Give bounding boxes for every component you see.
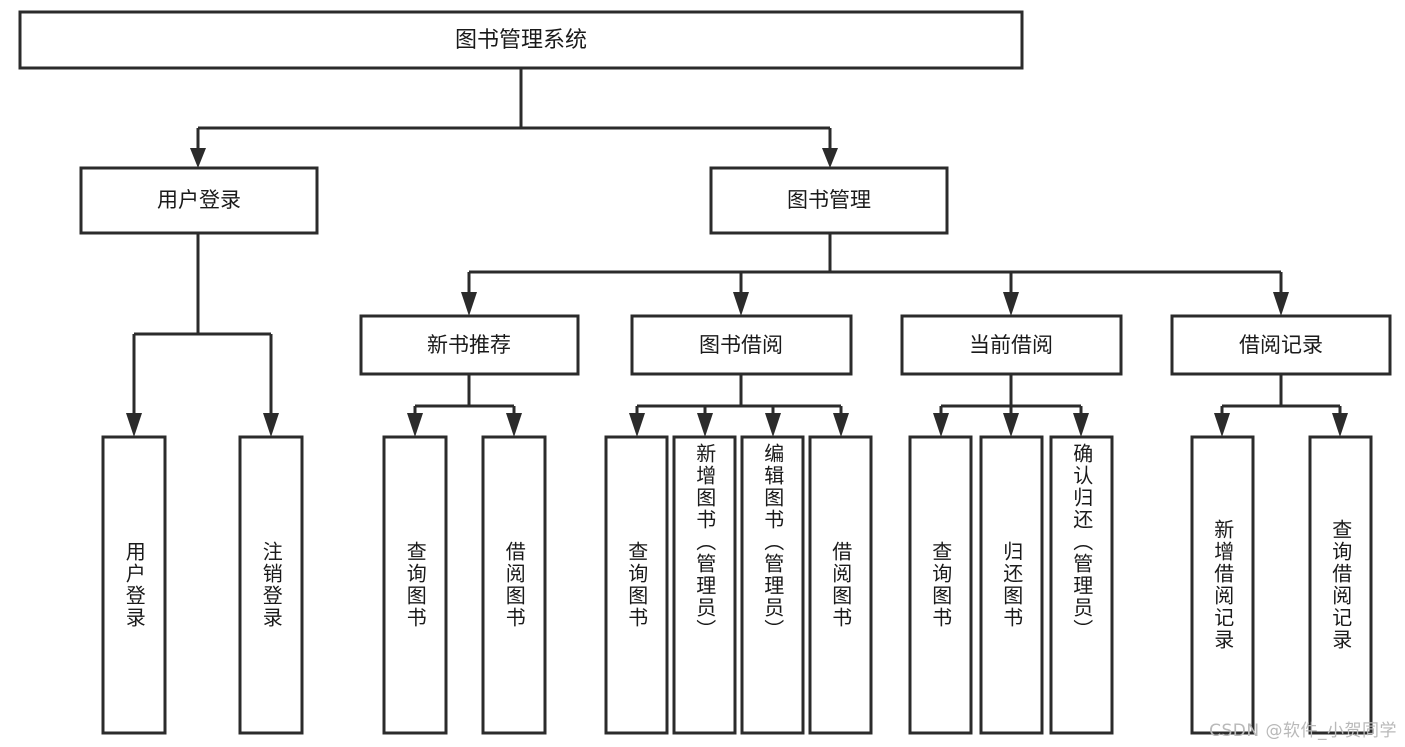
watermark-text: CSDN @软件_小贺同学 xyxy=(1209,721,1397,741)
arrow-leaf-query-book-2 xyxy=(629,413,645,437)
arrow-leaf-confirm-return xyxy=(1073,413,1089,437)
node-book-management[interactable]: 图书管理 xyxy=(709,166,949,235)
node-book-borrow[interactable]: 图书借阅 xyxy=(630,314,853,376)
leaf-box-edit-book[interactable] xyxy=(740,435,805,735)
arrow-leaf-edit-book xyxy=(765,413,781,437)
arrow-leaf-query-record xyxy=(1332,413,1348,437)
arrow-leaf-query-book-3 xyxy=(933,413,949,437)
arrow-to-borrow-record xyxy=(1273,292,1289,316)
leaf-box-query-record[interactable] xyxy=(1308,435,1373,735)
node-current-borrow-box[interactable] xyxy=(900,314,1123,376)
node-current-borrow[interactable]: 当前借阅 xyxy=(900,314,1123,376)
arrow-to-book-borrow xyxy=(733,292,749,316)
leaf-box-confirm-return[interactable] xyxy=(1049,435,1114,735)
arrow-leaf-query-book-1 xyxy=(407,413,423,437)
arrow-to-current-borrow xyxy=(1003,292,1019,316)
leaf-box-borrow-book-2[interactable] xyxy=(808,435,873,735)
arrow-leaf-add-record xyxy=(1214,413,1230,437)
leaf-box-return-book[interactable] xyxy=(979,435,1044,735)
node-borrow-record[interactable]: 借阅记录 xyxy=(1170,314,1392,376)
leaf-box-query-book-1[interactable] xyxy=(382,435,448,735)
node-book-management-label: 图书管理 xyxy=(787,188,871,212)
connector-layer xyxy=(126,68,1348,437)
leaf-box-query-book-3[interactable] xyxy=(908,435,973,735)
node-user-login[interactable]: 用户登录 xyxy=(79,166,319,235)
arrow-to-book-management xyxy=(822,148,838,168)
node-root[interactable]: 图书管理系统 xyxy=(18,10,1024,70)
leaf-box-borrow-book-1[interactable] xyxy=(481,435,547,735)
node-new-book-recommend[interactable]: 新书推荐 xyxy=(359,314,580,376)
arrow-to-user-login xyxy=(190,148,206,168)
node-user-login-label: 用户登录 xyxy=(157,188,241,212)
node-new-book-recommend-box[interactable] xyxy=(359,314,580,376)
leaf-box-user-login[interactable] xyxy=(101,435,167,735)
arrow-to-new-book-recommend xyxy=(461,292,477,316)
node-root-box[interactable] xyxy=(18,10,1024,70)
leaf-box-user-logout[interactable] xyxy=(238,435,304,735)
arrow-leaf-borrow-book-2 xyxy=(833,413,849,437)
node-user-login-box[interactable] xyxy=(79,166,319,235)
leaf-box-add-book[interactable] xyxy=(672,435,737,735)
leaf-box-add-record[interactable] xyxy=(1190,435,1255,735)
leaf-box-query-book-2[interactable] xyxy=(604,435,669,735)
node-new-book-recommend-label: 新书推荐 xyxy=(427,333,511,357)
arrow-leaf-user-login xyxy=(126,413,142,437)
node-borrow-record-box[interactable] xyxy=(1170,314,1392,376)
arrow-leaf-add-book xyxy=(697,413,713,437)
node-borrow-record-label: 借阅记录 xyxy=(1239,333,1323,357)
node-root-label: 图书管理系统 xyxy=(455,28,587,53)
node-book-borrow-box[interactable] xyxy=(630,314,853,376)
node-book-borrow-label: 图书借阅 xyxy=(699,333,783,357)
arrow-leaf-return-book xyxy=(1003,413,1019,437)
node-current-borrow-label: 当前借阅 xyxy=(969,333,1053,357)
arrow-leaf-user-logout xyxy=(263,413,279,437)
arrow-leaf-borrow-book-1 xyxy=(506,413,522,437)
node-book-management-box[interactable] xyxy=(709,166,949,235)
